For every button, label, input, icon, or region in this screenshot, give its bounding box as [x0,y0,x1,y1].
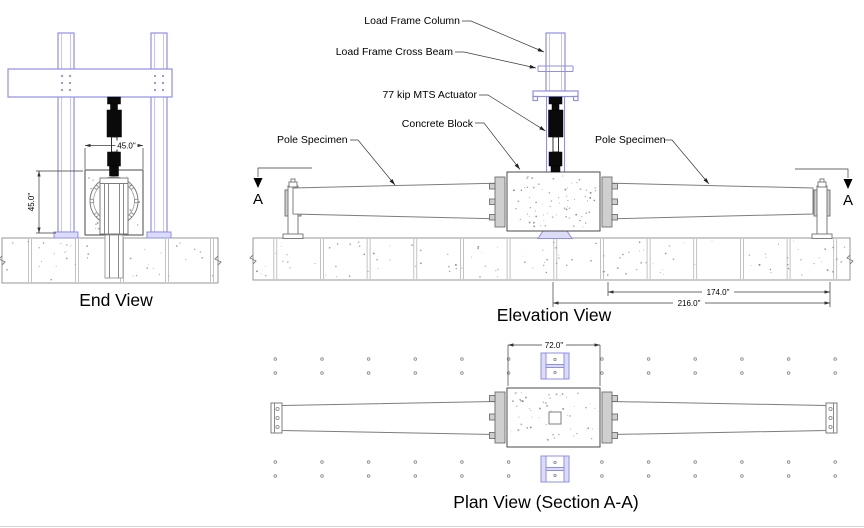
pole-flange-left [489,391,506,444]
pole-specimen-right [611,400,827,436]
break-mark [846,254,854,265]
concrete-speckle-texture [512,175,597,228]
label-pole-specimen-right: Pole Specimen [595,134,666,146]
plan-view: 72.0" Plan View (Section A-A) [270,340,838,512]
pole-specimen-right [601,182,814,220]
section-marker-left: A [253,167,312,208]
dimension-block-height: 45.0" [27,170,83,234]
load-frame-column-left [57,32,75,233]
section-letter: A [253,191,263,208]
pole-end-plate-left [270,402,283,434]
concrete-speckle-texture [256,240,846,278]
dimension-block-width: 45.0" [84,140,144,169]
load-frame-cross-beam [7,68,173,98]
dim-text-174: 174.0" [707,288,730,297]
flange-bolt-circle [89,185,139,217]
column-base-plate [53,231,79,239]
far-column-base [537,230,573,239]
dim-text-45-height: 45.0" [27,193,36,212]
floor-joints [28,239,214,282]
section-marker-right: A [795,168,853,209]
concrete-block [506,171,601,232]
section-letter: A [843,192,853,209]
label-load-frame-cross-beam: Load Frame Cross Beam [336,46,454,58]
strong-floor [252,237,851,281]
load-frame-column [545,32,566,92]
plan-view-title: Plan View (Section A-A) [453,492,638,512]
pole-flange-right [601,391,618,444]
pole-specimen-left [281,400,496,436]
end-view-title: End View [79,290,153,310]
beam-bolt-group [60,74,165,92]
pole-flange-left [489,176,506,228]
elevation-view-title: Elevation View [497,305,612,325]
actuator-footprint [548,411,562,425]
floor-joints [273,239,838,279]
column-base-plate [146,231,172,239]
column-h-section-bottom [540,455,570,483]
dim-text-45-width: 45.0" [117,142,136,151]
cross-beam-edge [537,65,574,72]
pole-flange-right [601,176,618,228]
dim-text-216: 216.0" [678,299,701,308]
dimension-174: 174.0" [607,282,831,307]
column-h-section-top [540,352,570,380]
floor-anchor-dots [273,357,837,478]
callouts: Load Frame Column Load Frame Cross Beam … [277,15,710,186]
dim-text-72: 72.0" [545,341,564,350]
label-actuator: 77 kip MTS Actuator [382,89,477,101]
break-mark [0,255,6,266]
label-concrete-block: Concrete Block [402,118,474,130]
dimension-72: 72.0" [507,340,601,386]
break-mark [249,254,257,265]
label-load-frame-column: Load Frame Column [364,15,460,27]
dimension-216: 216.0" [552,282,830,308]
elevation-view: A A Load Frame Column Load Frame Cross B… [249,15,854,325]
break-mark [214,255,222,266]
end-view: 45.0" 45.0" End View [0,32,222,310]
pole-support-stand-right [811,178,833,239]
support-stand [99,177,129,279]
mts-actuator [106,96,122,177]
actuator-mount-plate [532,90,579,98]
mts-actuator [548,96,564,173]
pole-end-plate-right [825,402,838,434]
pole-specimen-left [292,182,506,220]
label-pole-specimen-left: Pole Specimen [277,134,348,146]
load-frame-column-right [150,32,168,233]
